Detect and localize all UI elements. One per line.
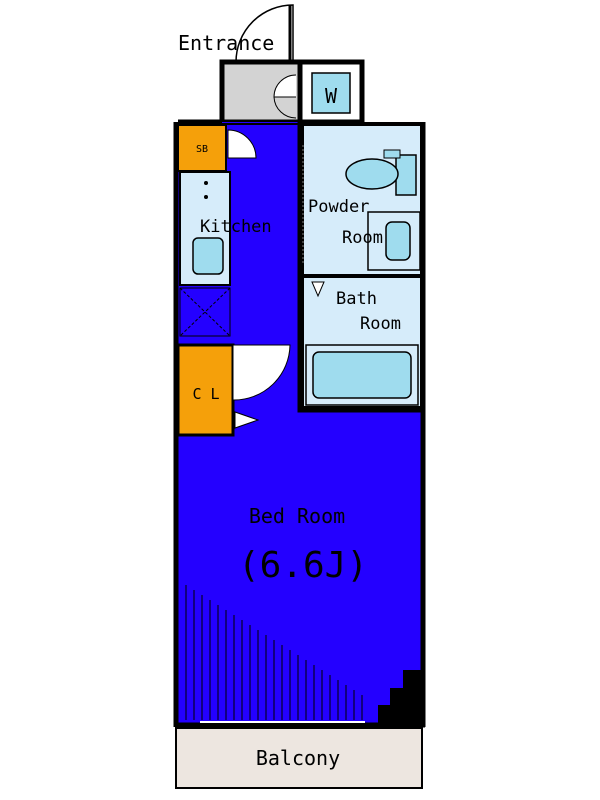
closet-label: C L <box>192 385 219 403</box>
stove-burner-icon <box>204 195 208 199</box>
bed-room-size-label: (6.6J) <box>238 545 368 586</box>
bed-room-label: Bed Room <box>249 504 345 528</box>
bath-door-marker <box>311 281 325 298</box>
powder-room-label-1: Powder <box>308 197 369 217</box>
kitchen-label: Kitchen <box>200 217 272 237</box>
entrance-label: Entrance <box>178 31 274 55</box>
shoe-box-label: SB <box>196 144 208 155</box>
stove-burner-icon <box>204 181 208 185</box>
wash-basin-icon <box>367 211 421 271</box>
balcony-label: Balcony <box>256 746 340 770</box>
shoe-box-door <box>227 129 257 159</box>
powder-room-label-2: Room <box>342 228 383 248</box>
toilet-icon <box>345 149 417 196</box>
bath-room-label-2: Room <box>360 314 401 334</box>
bathtub-icon <box>305 344 419 406</box>
entrance-inner-door <box>273 74 297 119</box>
entrance-door <box>235 4 294 63</box>
balcony <box>175 727 423 789</box>
shoe-box <box>177 124 227 172</box>
pillar <box>378 670 423 725</box>
bath-room-label-1: Bath <box>336 289 377 309</box>
kitchen-sink-icon <box>192 237 224 275</box>
closet-door <box>232 344 291 429</box>
washer-label: W <box>325 84 338 108</box>
closet <box>176 343 235 437</box>
washer-icon <box>311 72 351 114</box>
bed-room-hatching <box>185 585 363 720</box>
